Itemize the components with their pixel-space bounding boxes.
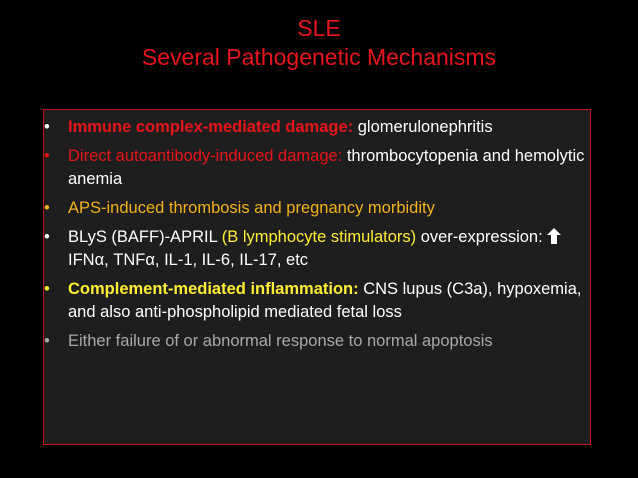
- bullet-text: CNS lupus (C3a), hypoxemia, and also ant…: [68, 280, 582, 321]
- bullet-lead: Immune complex-mediated damage:: [68, 118, 354, 136]
- bullet-item-aps: • APS-induced thrombosis and pregnancy m…: [44, 197, 604, 220]
- slide-title: SLE Several Pathogenetic Mechanisms: [0, 14, 638, 72]
- bullet-dot: •: [44, 228, 50, 246]
- bullet-highlight: (B lymphocyte stimulators): [221, 228, 417, 246]
- bullet-item-immune-complex: • Immune complex-mediated damage: glomer…: [44, 116, 604, 139]
- title-line-2: Several Pathogenetic Mechanisms: [141, 44, 497, 70]
- bullet-dot: •: [44, 199, 50, 217]
- bullet-lead: Direct autoantibody-induced damage:: [68, 147, 343, 165]
- bullet-item-apoptosis: • Either failure of or abnormal response…: [44, 330, 604, 353]
- content-box: [43, 109, 591, 445]
- bullet-list: • Immune complex-mediated damage: glomer…: [44, 116, 604, 359]
- bullet-text: APS-induced thrombosis and pregnancy mor…: [68, 199, 435, 217]
- arrow-up-icon: [547, 228, 562, 244]
- bullet-item-complement: • Complement-mediated inflammation: CNS …: [44, 278, 604, 324]
- bullet-item-autoantibody: • Direct autoantibody-induced damage: th…: [44, 145, 604, 191]
- bullet-text: BLyS (BAFF)-APRIL: [68, 228, 222, 246]
- bullet-text: over-expression:: [416, 228, 548, 246]
- bullet-dot: •: [44, 118, 50, 136]
- bullet-text: glomerulonephritis: [353, 118, 493, 136]
- bullet-lead: Complement-mediated inflammation:: [68, 280, 359, 298]
- bullet-dot: •: [44, 332, 50, 350]
- title-line-1: SLE: [297, 15, 341, 41]
- bullet-dot: •: [44, 147, 50, 165]
- bullet-text: thrombocytopenia and hemolytic anemia: [68, 147, 585, 188]
- bullet-dot: •: [44, 280, 50, 298]
- bullet-text: IFNα, TNFα, IL-1, IL-6, IL-17, etc: [68, 251, 309, 269]
- bullet-text: Either failure of or abnormal response t…: [68, 332, 493, 350]
- bullet-item-blys: • BLyS (BAFF)-APRIL (B lymphocyte stimul…: [44, 226, 604, 272]
